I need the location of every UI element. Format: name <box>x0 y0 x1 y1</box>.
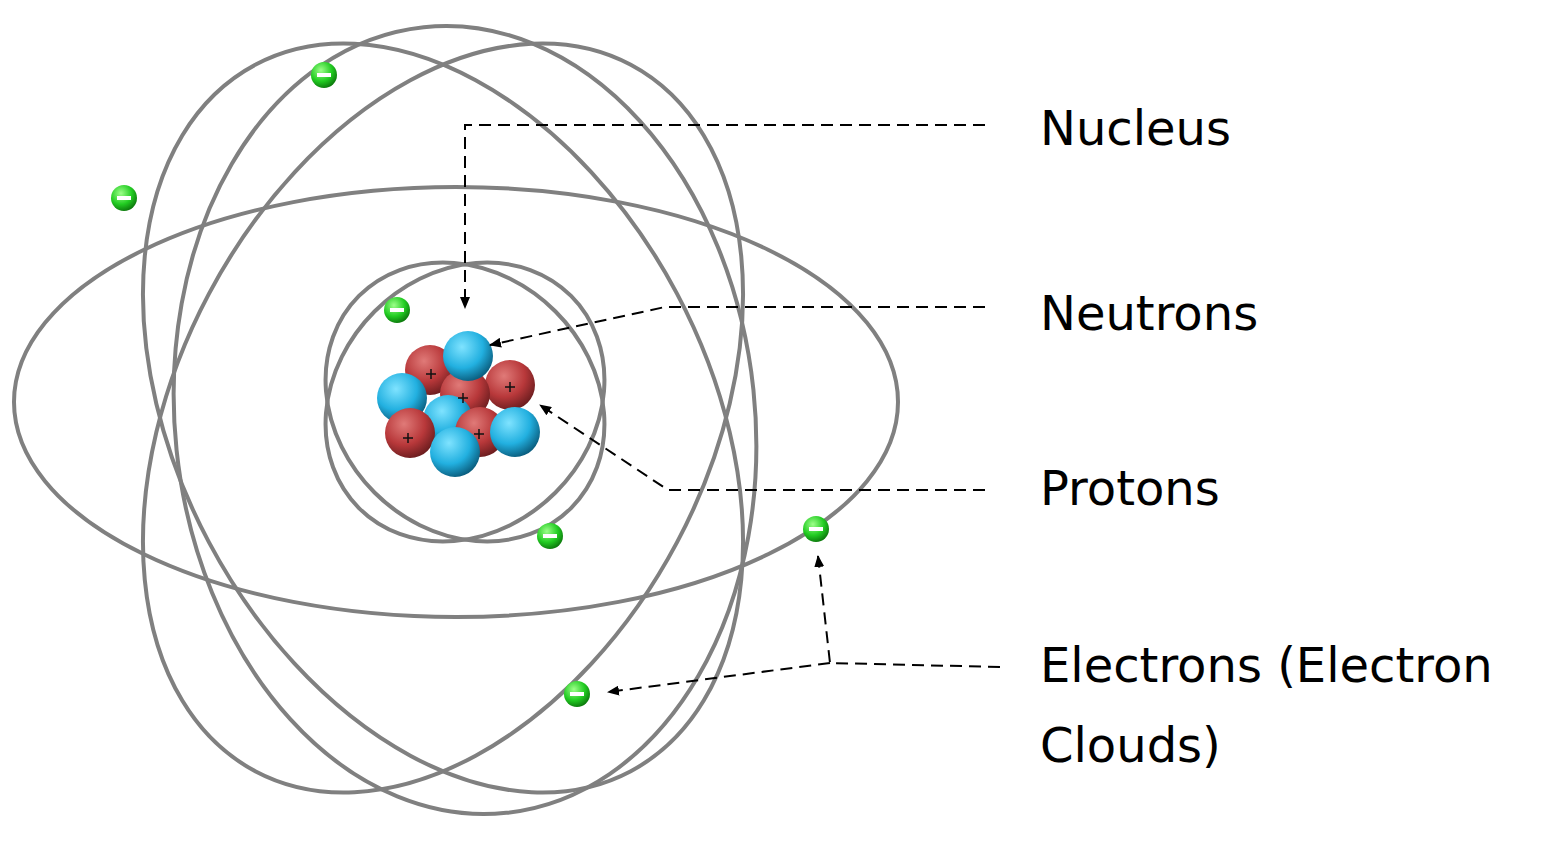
orbits <box>14 0 898 844</box>
leader-lines <box>465 125 1000 692</box>
part-label: Electrons (Electron Clouds) <box>1040 625 1535 785</box>
part-label: Neutrons <box>1040 273 1539 353</box>
nucleus-particles <box>377 331 540 477</box>
electrons <box>111 62 829 707</box>
part-label: Protons <box>1040 448 1539 528</box>
part-label: Nucleus <box>1040 88 1539 168</box>
